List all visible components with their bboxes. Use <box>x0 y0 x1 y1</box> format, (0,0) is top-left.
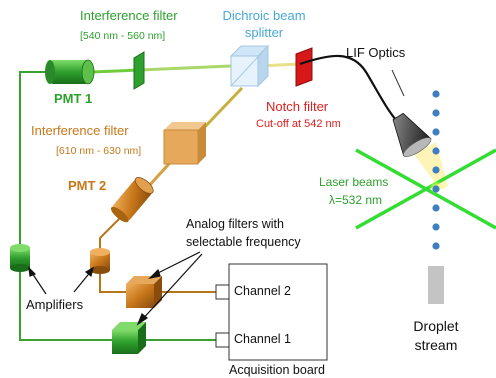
droplet <box>432 185 439 192</box>
pmt2 <box>109 175 156 225</box>
laser-beams-label: Laser beams <box>319 176 388 190</box>
dichroic-label-line1: Dichroic beam <box>204 9 324 24</box>
droplet <box>432 128 439 135</box>
interference-filter-1-range: [540 nm - 560 nm] <box>80 30 165 42</box>
notch-cutoff-label: Cut-off at 542 nm <box>256 118 341 131</box>
interference-filter-2-range: [610 nm - 630 nm] <box>56 145 141 157</box>
lif-optics-label: LIF Optics <box>346 46 405 61</box>
droplet-generator-nozzle <box>428 266 444 304</box>
green-beam-to-pmt1 <box>92 70 140 72</box>
interference-filter-2-label: Interference filter <box>31 124 129 139</box>
analog-filters-label-line1: Analog filters with <box>186 217 284 231</box>
pmt1-wire <box>20 72 50 246</box>
channel1-port <box>216 333 229 347</box>
droplet <box>432 147 439 154</box>
green-beam-to-filter <box>140 66 231 70</box>
droplet <box>432 109 439 116</box>
dichroic-beam-splitter <box>231 46 268 86</box>
dichroic-label-line2: splitter <box>204 26 324 41</box>
droplet <box>432 204 439 211</box>
droplet <box>432 223 439 230</box>
analog-filter-green <box>112 322 146 354</box>
channel2-label: Channel 2 <box>234 284 291 298</box>
droplet <box>432 166 439 173</box>
channel1-label: Channel 1 <box>234 332 291 346</box>
droplet <box>432 242 439 249</box>
orange-interference-filter <box>164 122 206 164</box>
droplet <box>432 90 439 97</box>
interference-filter-1-label: Interference filter <box>80 9 178 24</box>
notch-filter <box>296 48 312 86</box>
droplet-stream-label-line1: Droplet <box>396 318 476 334</box>
droplet-stream <box>432 90 439 249</box>
amplifier2-wire <box>100 272 126 292</box>
pmt2-label: PMT 2 <box>68 179 106 194</box>
pmt2-wire <box>100 218 120 250</box>
pmt1 <box>45 60 94 84</box>
green-interference-filter <box>134 52 144 89</box>
droplet-stream-label-line2: stream <box>396 337 476 353</box>
pmt1-label: PMT 1 <box>54 92 92 107</box>
acquisition-board-label: Acquisition board <box>229 363 325 377</box>
amplifier-arrows <box>29 268 93 294</box>
amplifiers-label: Amplifiers <box>26 298 83 313</box>
laser-wavelength-label: λ=532 nm <box>329 194 382 208</box>
analog-filters-label-line2: selectable frequency <box>186 235 301 249</box>
amplifier-green <box>10 244 30 272</box>
lif-optics-pointer <box>392 70 404 96</box>
notch-filter-label: Notch filter <box>266 100 328 115</box>
channel2-port <box>216 285 229 299</box>
orange-beam-to-filter <box>200 88 242 132</box>
